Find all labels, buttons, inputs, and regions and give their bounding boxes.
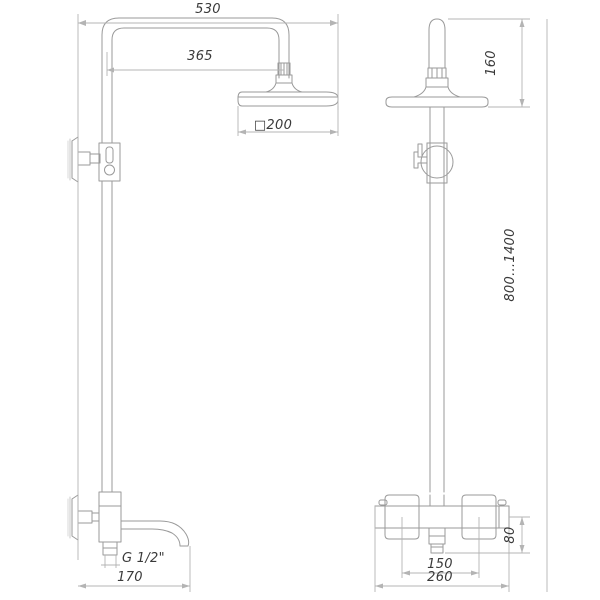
arm-coupling-front (275, 62, 293, 84)
dim-200 (237, 106, 339, 136)
shower-arm-inner (111, 27, 280, 79)
dim-label-365: 365 (187, 49, 213, 64)
dim-530 (77, 14, 339, 560)
dim-label-150: 150 (427, 557, 453, 572)
dim-365 (106, 52, 284, 76)
shower-head-front (237, 91, 339, 107)
riser-pipe-side (429, 106, 445, 493)
diverter-knob-side (413, 142, 454, 184)
side-view (374, 18, 510, 554)
dim-170 (78, 546, 191, 592)
shower-head-neck-side (413, 86, 461, 98)
dim-label-800-1400: 800...1400 (503, 228, 518, 301)
dimension-lines (77, 14, 548, 592)
mixer-inlet-stem (77, 510, 100, 524)
lower-wall-flange (67, 494, 79, 541)
arm-coupling-side (425, 67, 449, 88)
dim-80 (445, 516, 530, 554)
dim-label-160: 160 (484, 50, 499, 76)
dim-label-170: 170 (117, 570, 143, 585)
shower-head-side (385, 96, 489, 108)
mixer-body-front (98, 491, 122, 556)
dim-150 (401, 517, 480, 578)
shower-head-neck-front (265, 82, 303, 93)
slider-bracket (98, 142, 121, 182)
arm-stub-side (428, 18, 446, 69)
dim-160 (448, 18, 530, 108)
shower-arm-outer (101, 17, 290, 79)
mixer-outlet-side (428, 527, 446, 554)
upper-wall-flange (67, 136, 79, 183)
dim-260 (374, 506, 510, 592)
spout-front (120, 520, 190, 547)
dim-label-260: 260 (427, 570, 453, 585)
dim-g12 (101, 555, 120, 568)
dim-label-530: 530 (195, 2, 221, 17)
dim-label-g12: G 1/2" (122, 551, 165, 566)
mixer-body-side (374, 494, 510, 540)
dim-label-200: □200 (254, 118, 292, 133)
riser-pipe-front (101, 59, 113, 493)
front-view (67, 17, 339, 556)
upper-bracket-stem (77, 151, 101, 166)
dim-label-80: 80 (503, 526, 518, 543)
